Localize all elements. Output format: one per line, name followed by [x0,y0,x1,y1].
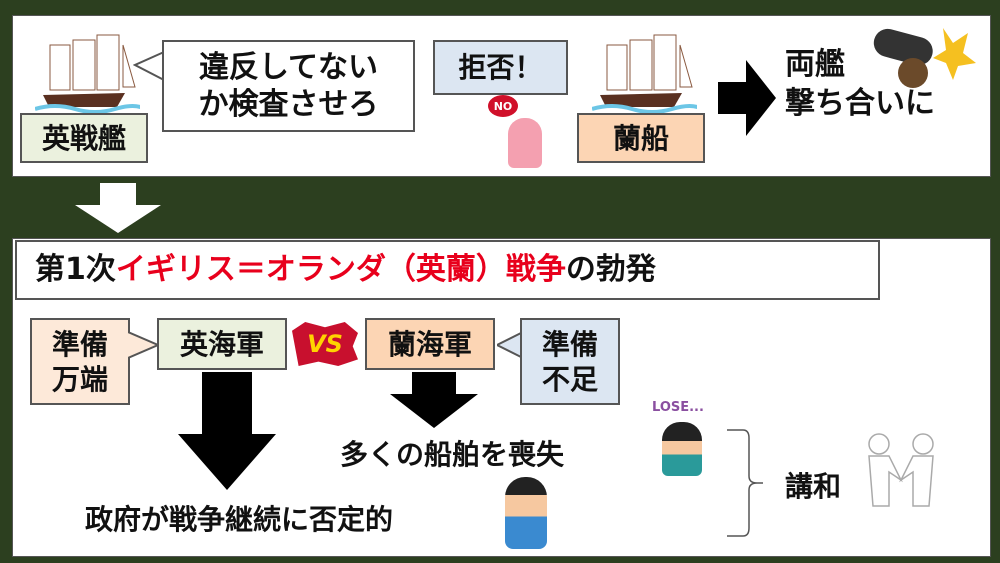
english-prep-line-1: 準備 [51,327,108,361]
english-gov-text: 政府が戦争継続に否定的 [85,503,394,536]
demand-line-2: か検査させろ [198,87,379,122]
right-arrow-icon [718,60,776,136]
dejected-boy-icon [662,422,702,476]
brace-icon [727,429,763,537]
english-prep-box: 準備万端 [30,318,130,405]
demand-line-1: 違反してない [198,49,379,85]
handshake-icon [868,433,934,507]
no-sign-text: NO [493,99,513,113]
english-navy-label: 英海軍 [157,318,287,370]
result-text: 両艦 撃ち合いに [785,45,935,123]
pointer [497,331,524,359]
refusal-bubble: 拒否！ [433,40,568,95]
dutch-prep-line-1: 準備 [541,327,598,361]
title-prefix: 第1次 [35,252,116,288]
down-arrow-icon [178,372,276,490]
dutch-navy-label: 蘭海軍 [365,318,495,370]
refusing-woman-icon [508,118,542,168]
war-title: 第1次イギリス＝オランダ（英蘭）戦争の勃発 [15,240,880,300]
demand-speech-bubble: 違反してない か検査させろ [162,40,415,132]
vs-badge: VS [292,322,358,366]
dutch-prep-box: 準備不足 [520,318,620,405]
english-warship-label: 英戦艦 [20,113,148,163]
dutch-ship-icon [592,34,697,113]
cannon-icon [873,28,976,88]
no-sign-icon: NO [488,95,518,117]
title-suffix: の勃発 [565,252,656,288]
down-arrow-icon [390,372,478,428]
speech-bubble-pointer [133,51,165,81]
british-ship-icon [35,34,140,113]
crossed-arms-boy-icon [505,477,547,549]
pointer [128,331,160,359]
vs-text: VS [307,330,343,358]
peace-text: 講和 [785,470,842,503]
down-arrow-icon [75,183,161,233]
dutch-ship-label: 蘭船 [577,113,705,163]
result-line-1: 両艦 [785,47,845,82]
dutch-prep-line-2: 不足 [541,362,598,396]
title-highlight: イギリス＝オランダ（英蘭）戦争 [115,252,566,288]
english-prep-line-2: 万端 [51,362,108,396]
dutch-loss-text: 多くの船舶を喪失 [340,438,565,471]
lose-label: LOSE... [652,400,704,415]
result-line-2: 撃ち合いに [785,86,935,121]
